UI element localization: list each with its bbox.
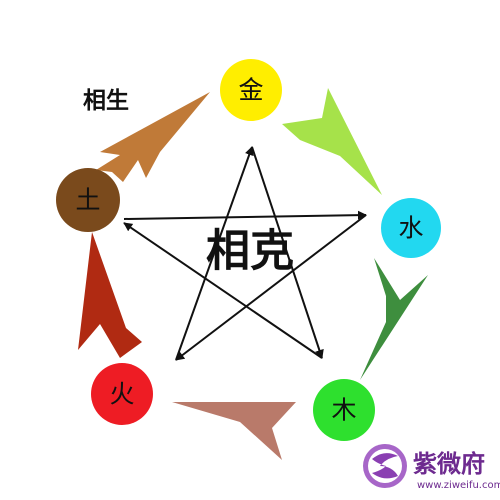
node-fire-label: 火 [109,380,134,409]
node-wood: 木 [313,379,375,441]
watermark-name: 紫微府 [413,450,485,478]
sheng-arrow-wood-to-fire [172,402,296,460]
node-wood-circle [313,379,375,441]
ke-line-fire-to-metal [175,146,254,361]
ke-label: 相克 [206,226,294,277]
node-fire-circle [91,363,153,425]
node-wood-label: 木 [331,396,356,425]
node-earth: 土 [56,168,120,232]
node-water-label: 水 [398,214,423,243]
node-earth-label: 土 [75,186,100,215]
sheng-label: 相生 [83,88,129,114]
ke-line-wood-to-earth [123,222,323,359]
node-metal-circle [220,59,282,121]
node-earth-circle [56,168,120,232]
sheng-arrow-earth-to-metal [96,92,210,182]
watermark-url: www.ziweifu.com [417,480,500,491]
node-water-circle [381,198,441,258]
watermark: 紫微府 www.ziweifu.com [363,444,500,491]
ke-line-water-to-fire [175,214,367,361]
sheng-arrow-metal-to-water [282,88,382,195]
ke-line-earth-to-water [123,210,367,220]
watermark-logo-icon [363,444,407,488]
ke-line-metal-to-wood [251,146,324,359]
node-fire: 火 [91,363,153,425]
node-metal-label: 金 [238,76,263,105]
node-water: 水 [381,198,441,258]
sheng-arrow-fire-to-earth [78,232,142,358]
node-metal: 金 [220,59,282,121]
sheng-arrow-water-to-wood [360,258,428,380]
